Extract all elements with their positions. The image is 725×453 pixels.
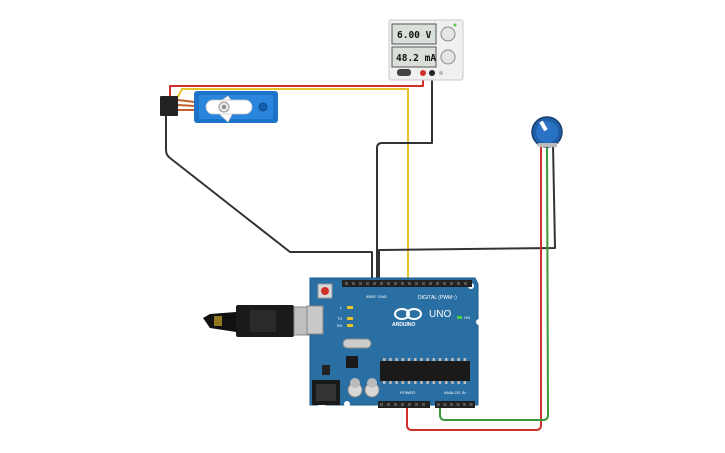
chip-pin [463,358,467,361]
bottom-pin[interactable] [422,403,425,406]
digital-pin[interactable] [408,282,411,285]
bottom-pin[interactable] [415,403,418,406]
voltage-knob[interactable] [440,26,456,42]
digital-pin[interactable] [394,282,397,285]
negative-terminal[interactable] [429,70,435,76]
digital-pin[interactable] [366,282,369,285]
digital-pin[interactable] [422,282,425,285]
chip-pin [445,381,448,384]
led-tx [347,317,353,320]
brand-label: ARDUINO [392,322,415,328]
chip-pin [395,381,398,384]
digital-pin[interactable] [464,282,467,285]
model-label: UNO [429,309,451,320]
usb-cable-icon[interactable] [203,305,321,337]
chip-pin [432,381,436,384]
digital-pin[interactable] [429,282,432,285]
analog-header[interactable] [435,401,475,408]
chip-pin [414,381,417,384]
power-label: POWER [400,390,415,395]
led-tx-label: TX [337,316,342,321]
servo-motor-icon[interactable] [160,91,278,123]
digital-pin[interactable] [450,282,453,285]
chip-pin [438,381,442,384]
chip-pin [420,381,423,384]
chip-pin [432,358,436,361]
chip-pin [457,358,460,361]
power-supply-icon[interactable]: 6.00 V 48.2 mA [388,19,464,81]
chip-pin [451,358,454,361]
bottom-pin[interactable] [394,403,397,406]
digital-pin[interactable] [401,282,404,285]
arduino-uno-board[interactable]: DIGITAL (PWM~) AREF GND L TX RX ARDUINO … [306,277,482,411]
chip-pin [395,358,398,361]
digital-pin[interactable] [352,282,355,285]
chip-pin [407,358,411,361]
digital-label: DIGITAL (PWM~) [418,295,457,301]
chip-pin [463,381,467,384]
digital-pin[interactable] [380,282,383,285]
bottom-pin[interactable] [463,403,466,406]
digital-pin[interactable] [443,282,446,285]
voltage-readout: 6.00 V [397,30,432,41]
positive-terminal[interactable] [420,70,426,76]
digital-pin[interactable] [359,282,362,285]
current-readout: 48.2 mA [396,53,436,64]
led-rx [347,324,353,327]
atmega-chip [380,361,470,381]
chip-pin [383,358,386,361]
digital-pin[interactable] [373,282,376,285]
chip-pin [451,381,454,384]
chip-pin [389,358,392,361]
aref-label: AREF [366,294,377,299]
bottom-pin[interactable] [437,403,440,406]
led-l [347,306,353,309]
chip-pin [438,358,442,361]
chip-pin [401,381,405,384]
arduino-logo-icon [394,308,422,320]
bottom-pin[interactable] [401,403,404,406]
bottom-pin[interactable] [469,403,473,406]
led-rx-label: RX [337,323,343,328]
chip-pin [414,358,417,361]
chip-pin [445,358,448,361]
digital-pin[interactable] [345,282,348,285]
chip-pin [401,358,405,361]
bottom-pin[interactable] [408,403,411,406]
power-switch[interactable] [397,69,411,76]
digital-pin[interactable] [415,282,418,285]
analog-label: ANALOG IN [444,390,466,395]
chip-pin [457,381,460,384]
led-l-label: L [340,305,343,310]
bottom-pin[interactable] [443,403,447,406]
digital-pin[interactable] [387,282,390,285]
bottom-pin[interactable] [380,403,383,406]
chip-pin [426,381,429,384]
gnd-label: GND [378,294,387,299]
bottom-pin[interactable] [450,403,453,406]
digital-header[interactable] [342,280,472,287]
chip-pin [383,381,386,384]
wire-servo-ground[interactable] [165,113,373,278]
bottom-pin[interactable] [387,403,390,406]
bottom-pin[interactable] [456,403,460,406]
wire-supply-ground[interactable] [376,72,433,278]
potentiometer-icon[interactable] [531,116,563,148]
chip-pin [420,358,423,361]
on-led [457,316,462,319]
chip-pin [407,381,411,384]
wire-pot-signal[interactable] [439,143,549,421]
wire-pot-ground[interactable] [378,143,556,278]
servo-connector[interactable] [160,96,178,116]
chip-pin [426,358,429,361]
digital-pin[interactable] [436,282,439,285]
on-label: ON [464,315,470,320]
wire-pot-vcc[interactable] [406,144,542,431]
digital-pin[interactable] [457,282,460,285]
chip-pin [389,381,392,384]
current-knob[interactable] [440,49,456,65]
